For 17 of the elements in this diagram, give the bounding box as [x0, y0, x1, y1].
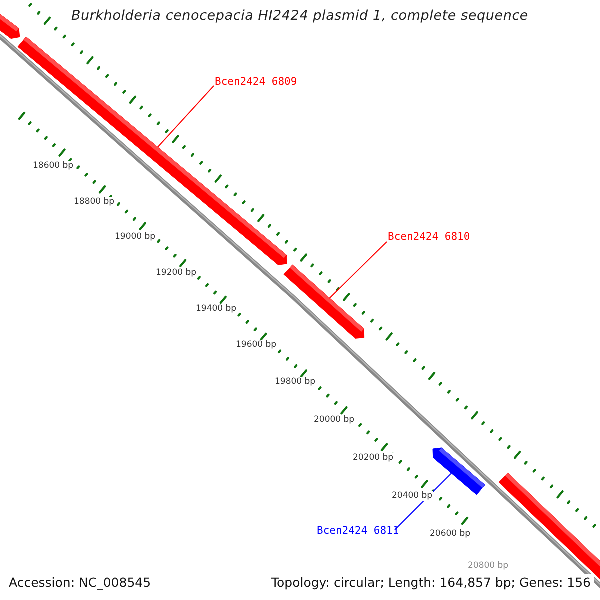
position-label: 20800 bp — [468, 561, 509, 571]
leader-line — [157, 86, 214, 148]
gene-label: Bcen2424_6810 — [388, 231, 470, 243]
leader-line — [329, 242, 388, 299]
position-label: 20600 bp — [430, 529, 471, 539]
position-label: 19800 bp — [275, 377, 316, 387]
position-label: 18800 bp — [74, 197, 115, 207]
position-label: 19000 bp — [115, 232, 156, 242]
sequence-info-text: Topology: circular; Length: 164,857 bp; Genes: 156 — [268, 574, 594, 592]
diagram-title: Burkholderia cenocepacia HI2424 plasmid 1, complete sequence — [70, 8, 530, 24]
position-label: 19400 bp — [196, 304, 237, 314]
position-label: 20200 bp — [353, 453, 394, 463]
gene-label: Bcen2424_6811 — [317, 525, 400, 537]
gene-label: Bcen2424_6809 — [215, 76, 298, 88]
position-label: 18600 bp — [33, 161, 74, 171]
leader-line — [394, 472, 452, 530]
position-label: 20000 bp — [314, 415, 355, 425]
